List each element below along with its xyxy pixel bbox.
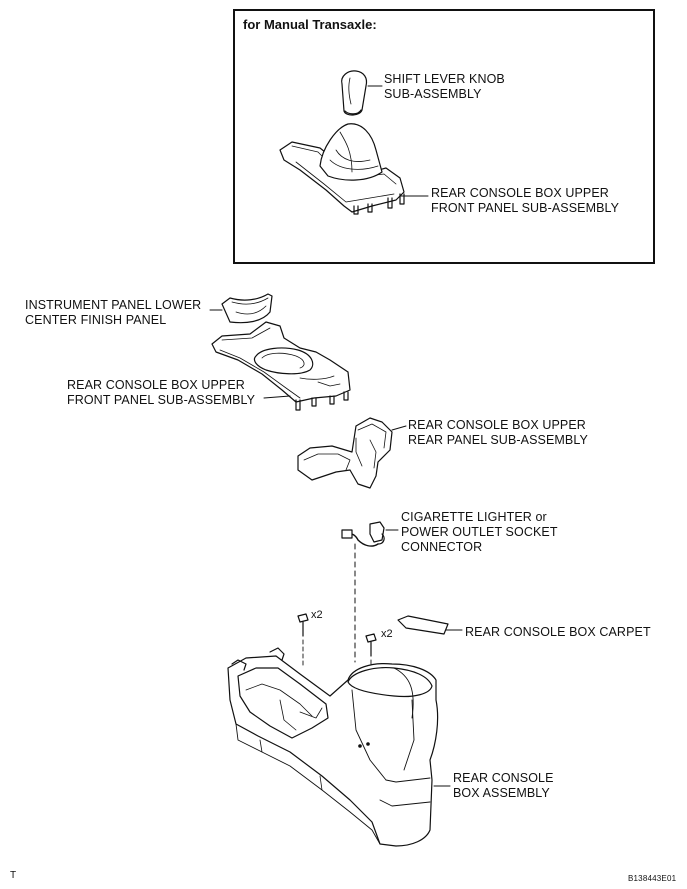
shift-lever-knob-illustration xyxy=(342,71,367,115)
corner-mark: T xyxy=(10,870,17,881)
rear-panel-illustration xyxy=(298,418,406,488)
finish-panel-label: INSTRUMENT PANEL LOWER CENTER FINISH PAN… xyxy=(25,298,202,327)
inset-title: for Manual Transaxle: xyxy=(243,17,377,32)
screw-left-illustration xyxy=(298,614,308,666)
carpet-label: REAR CONSOLE BOX CARPET xyxy=(465,625,651,639)
lighter-connector-illustration xyxy=(342,522,398,662)
manual-transaxle-inset: for Manual Transaxle: xyxy=(233,9,655,264)
inset-front-panel-illustration xyxy=(280,124,404,214)
front-panel-illustration xyxy=(212,322,350,410)
connector-label: CIGARETTE LIGHTER or POWER OUTLET SOCKET… xyxy=(401,510,558,554)
inset-leader-lines xyxy=(368,86,428,196)
inset-front-panel-label: REAR CONSOLE BOX UPPER FRONT PANEL SUB-A… xyxy=(431,186,620,215)
screw-quantity-right: x2 xyxy=(381,628,393,640)
finish-panel-illustration xyxy=(210,294,272,323)
screw-quantity-left: x2 xyxy=(311,609,323,621)
console-box-assembly-illustration xyxy=(228,648,450,846)
carpet-illustration xyxy=(398,616,462,634)
figure-code: B138443E01 xyxy=(628,874,677,883)
console-assembly-label: REAR CONSOLE BOX ASSEMBLY xyxy=(453,771,554,800)
front-panel-label: REAR CONSOLE BOX UPPER FRONT PANEL SUB-A… xyxy=(67,378,256,407)
rear-panel-label: REAR CONSOLE BOX UPPER REAR PANEL SUB-AS… xyxy=(408,418,588,447)
shift-knob-label: SHIFT LEVER KNOB SUB-ASSEMBLY xyxy=(384,72,505,101)
